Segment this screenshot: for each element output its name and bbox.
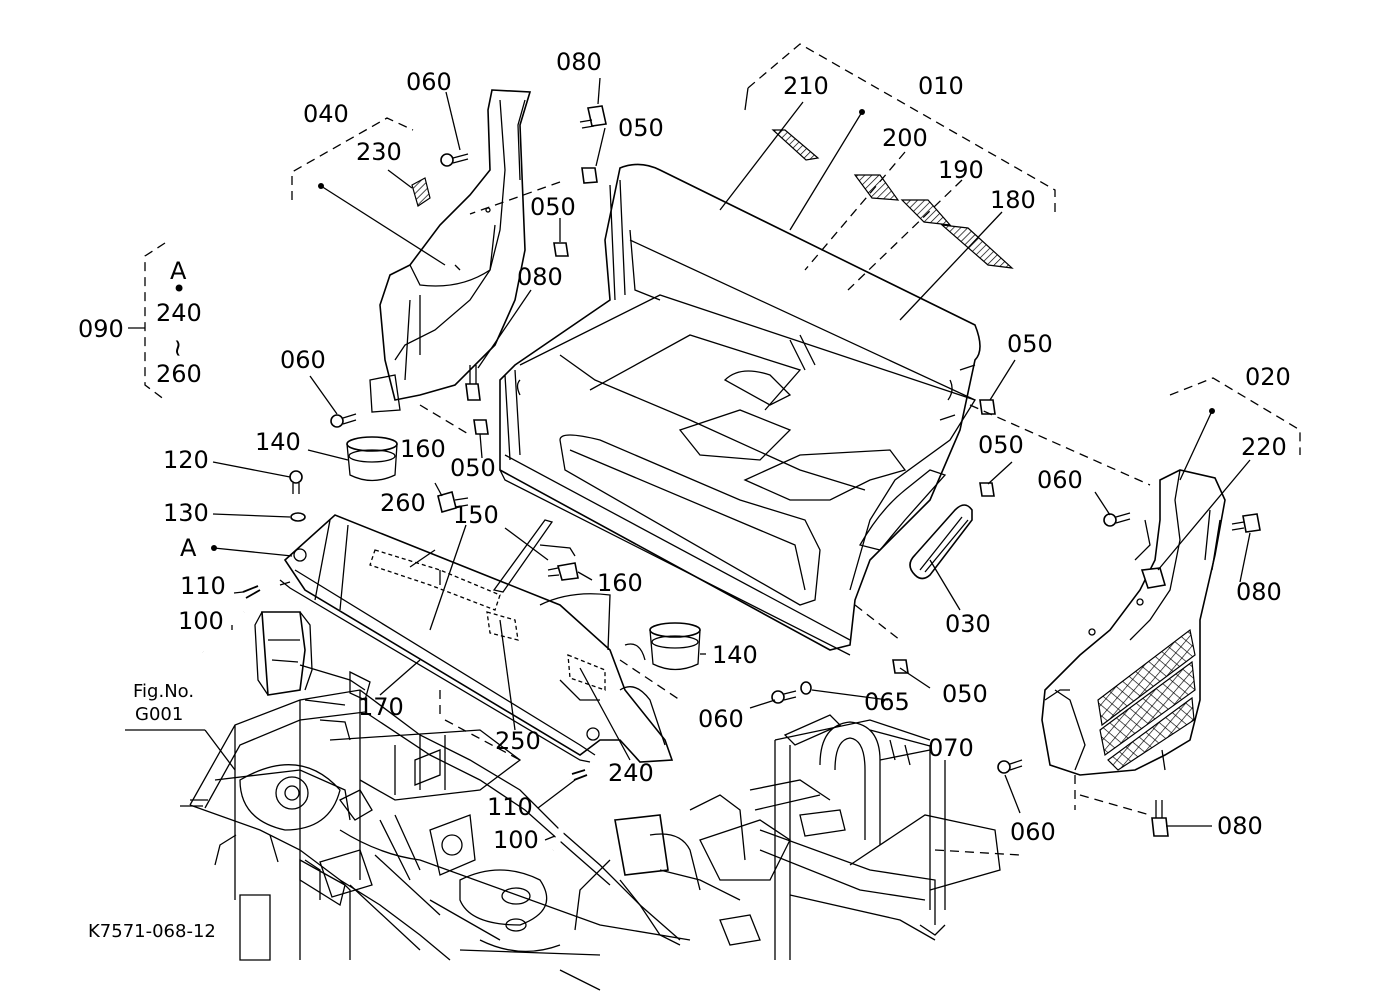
callout-110: 110 [487,793,533,821]
clip-110-left [242,585,261,599]
group-090-item2: 240 [156,299,202,327]
group-090-item1: A [170,257,187,285]
nut-050-b [553,242,569,257]
callout-080: 080 [1236,578,1282,606]
callout-160: 160 [597,569,643,597]
washer-065 [800,681,812,695]
callout-050: 050 [450,454,496,482]
callout-100: 100 [178,607,224,635]
hose-100-left [201,610,247,658]
callout-070: 070 [928,734,974,762]
decal-180 [940,224,1014,269]
callout-050: 050 [942,680,988,708]
callout-030: 030 [945,610,991,638]
nut-050-e [979,482,995,497]
callout-150: 150 [453,501,499,529]
bolt-160-left [437,491,469,513]
right-side-panel [1041,469,1226,776]
callout-210: 210 [783,72,829,100]
callout-080: 080 [556,48,602,76]
leader-lines [125,43,1301,841]
clip-110-right [571,769,588,781]
decal-210 [771,129,820,161]
cargo-bed [499,163,981,656]
bracket-150 [492,519,576,593]
left-side-panel [369,89,532,413]
figure-ref-line2: G001 [135,704,183,725]
group-090-item3: 260 [156,360,202,388]
nut-050-a [581,167,598,184]
bolt-160-right [547,562,579,581]
bolt-080-right [1231,513,1261,533]
bolt-060-left [330,413,357,428]
callout-130: 130 [163,499,209,527]
callout-020: 020 [1245,363,1291,391]
decal-230 [411,177,431,207]
callout-100: 100 [493,826,539,854]
bolt-080-bottom [1151,800,1169,837]
drawing-number: K7571-068-12 [88,921,216,942]
decal-250 [486,611,519,641]
callout-200: 200 [882,124,928,152]
cup-holder-140-left [346,436,398,482]
callout-080: 080 [1217,812,1263,840]
group-090-dot: • [172,275,186,303]
bolt-080-top [579,105,607,129]
nut-050-f [892,659,909,674]
seal-030 [909,504,973,580]
bolt-060-top [440,153,469,167]
callout-060: 060 [1010,818,1056,846]
front-cross-panel [279,514,674,763]
callout-190: 190 [938,156,984,184]
callout-A: A [180,534,197,562]
bolt-060-bottom [771,690,797,704]
callout-050: 050 [1007,330,1053,358]
callout-220: 220 [1241,433,1287,461]
callout-050: 050 [618,114,664,142]
callout-170: 170 [358,693,404,721]
callout-260: 260 [380,489,426,517]
nut-050-c [473,419,489,435]
decal-240 [567,653,606,691]
callout-160: 160 [400,435,446,463]
callout-050: 050 [978,431,1024,459]
callout-120: 120 [163,446,209,474]
bolt-060-right-bottom [997,759,1023,774]
cup-holder-140-right [649,622,701,671]
callout-040: 040 [303,100,349,128]
group-090-tilde: ~ [164,338,192,358]
callout-110: 110 [180,572,226,600]
callout-060: 060 [280,346,326,374]
callout-140: 140 [712,641,758,669]
callout-140: 140 [255,428,301,456]
washer-130 [290,512,306,522]
decal-260 [369,549,501,611]
callout-060: 060 [698,705,744,733]
hose-100-right [550,779,574,852]
bolt-080-mid [465,365,481,401]
callout-labels: 010 020 030 040 050 050 050 050 050 050 … [78,48,1291,942]
decal-200 [853,174,900,201]
decal-220 [1140,567,1167,589]
callout-065: 065 [864,688,910,716]
callout-050: 050 [530,193,576,221]
rear-frame [749,714,1021,960]
callout-060: 060 [1037,466,1083,494]
group-090-id: 090 [78,315,124,343]
decal-190 [900,199,952,226]
figure-ref-line1: Fig.No. [133,681,194,702]
callout-080: 080 [517,263,563,291]
callout-060: 060 [406,68,452,96]
callout-240: 240 [608,759,654,787]
bolt-060-right-top [1103,512,1131,527]
nut-050-d [979,399,996,415]
bolt-120 [289,470,303,494]
callout-230: 230 [356,138,402,166]
callout-010: 010 [918,72,964,100]
callout-250: 250 [495,727,541,755]
callout-180: 180 [990,186,1036,214]
chassis-frame [180,611,791,991]
